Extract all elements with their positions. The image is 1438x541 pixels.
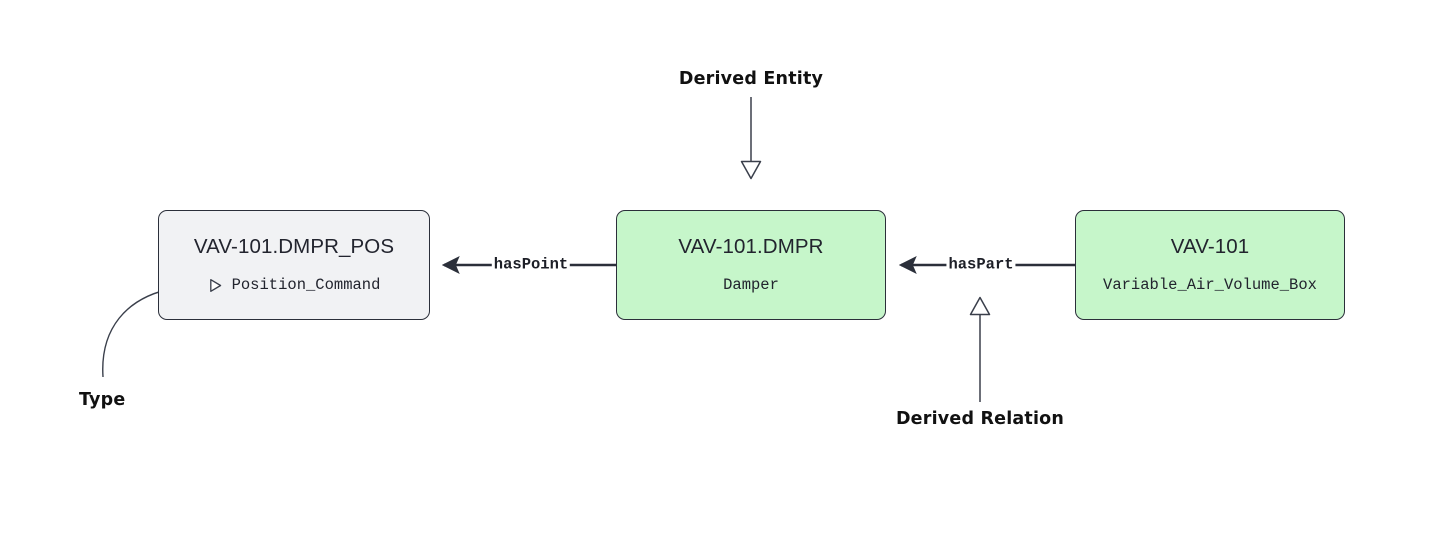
node-type-label: Position_Command xyxy=(231,276,381,294)
node-title: VAV-101 xyxy=(1170,234,1250,258)
node-vav-101[interactable]: VAV-101 Variable_Air_Volume_Box xyxy=(1075,210,1345,320)
node-type-label: Variable_Air_Volume_Box xyxy=(1103,276,1317,294)
annotation-derived-relation: Derived Relation xyxy=(895,409,1065,429)
annotation-derived-entity-leader xyxy=(740,97,762,180)
type-triangle-icon xyxy=(209,279,221,293)
node-type-label: Damper xyxy=(723,276,779,294)
edge-label-haspoint[interactable]: hasPoint xyxy=(491,255,571,274)
annotation-type: Type xyxy=(79,390,126,410)
node-type-row: Position_Command xyxy=(208,276,381,294)
annotation-derived-relation-leader xyxy=(969,296,991,402)
node-title: VAV-101.DMPR_POS xyxy=(193,234,395,258)
annotation-derived-entity: Derived Entity xyxy=(678,69,824,89)
node-title: VAV-101.DMPR xyxy=(678,234,824,258)
edge-label-haspart[interactable]: hasPart xyxy=(946,255,1016,274)
node-vav-101-dmpr-pos[interactable]: VAV-101.DMPR_POS Position_Command xyxy=(158,210,430,320)
node-vav-101-dmpr[interactable]: VAV-101.DMPR Damper xyxy=(616,210,886,320)
